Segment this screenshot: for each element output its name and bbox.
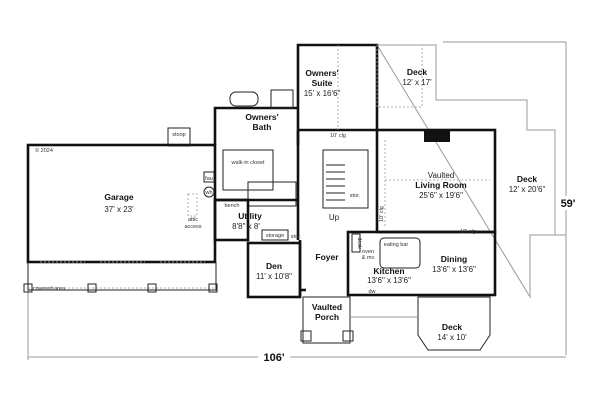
shower [270,89,294,109]
stair-stor-label: stor. [350,193,361,199]
fau-label: fau [205,176,213,182]
dining-label: Dining [441,254,467,264]
garage-size: 37' x 23' [104,205,134,214]
suite-clg-label: 10' clg [330,133,346,139]
owners-suite-label-2: Suite [312,78,333,88]
kitchen-dining-walls [346,230,497,297]
kitchen-size: 13'6" x 13'6" [367,276,411,285]
deck-top-size: 12' x 17' [402,78,432,87]
porch-label-2: Porch [315,312,339,322]
porch [302,296,351,344]
utility-walls [213,198,250,242]
post [147,283,157,293]
stor-label: stor. [291,234,302,240]
den-size: 11' x 10'8" [256,272,292,281]
storage-closet [261,229,289,241]
deck-bottom-size: 14' x 10' [437,333,467,342]
stoop-label: stoop [172,132,185,138]
kitchen-island [379,237,421,269]
utility-size: 8'8" x 8' [232,222,260,231]
stair-treads [326,164,345,201]
porch-label-1: Vaulted [312,302,342,312]
post [87,283,97,293]
oven-label-2: & mv [362,255,375,261]
dimension-label-bg [560,196,576,210]
deck-right-label: Deck [517,174,538,184]
post [208,283,218,293]
owners-bath-label-2: Bath [253,122,272,132]
garage-label: Garage [104,192,134,202]
oven-label-1: oven [362,249,374,255]
covered-area-label: covered area [33,286,66,292]
kitchen-label: Kitchen [373,266,404,276]
stoop [167,127,191,147]
dw-label: dw [368,289,375,295]
post [300,330,312,342]
fau-unit [203,171,215,183]
owners-suite-size: 15' x 16'6" [304,89,341,98]
deck-bottom-label: Deck [442,322,463,332]
copyright: © 2024 [35,147,53,154]
desk [351,233,361,253]
dining-size: 13'6" x 13'6" [432,265,476,274]
owners-bath-label-1: Owners' [245,112,278,122]
covered-area-edge [27,262,217,291]
utility-label: Utility [238,211,262,221]
garage-walls [26,143,217,264]
owners-suite-label-1: Owners' [305,68,338,78]
deck-outline [376,44,556,299]
stairs [322,149,369,209]
attic-access-hatch [187,193,198,217]
deck-top [376,44,423,108]
width-dimension: 106' [264,352,285,364]
storage-label: storage [266,233,284,239]
depth-dimension: 59' [561,198,576,210]
walk-in-closet-label: walk-in closet [230,160,264,166]
living-room-label: Living Room [415,180,467,190]
deck-bottom [417,296,491,351]
living-clg-h-label: 10' clg [460,229,476,235]
wh-label: wh [204,190,212,196]
deck-top-label: Deck [407,67,428,77]
bath-2 [247,181,297,207]
living-room-size: 25'6" x 19'6" [419,191,463,200]
owners-bath-walls [213,106,298,145]
stairs-up-label: Up [329,213,340,222]
attic-access-label: access [184,224,201,230]
post [23,283,33,293]
living-clg-v-label: 10' clg [379,206,385,222]
foyer-label: Foyer [315,252,339,262]
post [342,330,354,342]
water-heater [203,186,215,198]
bench-label: bench [225,203,240,209]
deck-outline-outer [443,41,567,236]
living-vaulted-label: Vaulted [428,171,455,180]
attic-label: attic [188,217,198,223]
deck-right-size: 12' x 20'6" [509,185,546,194]
bathtub [229,91,259,107]
eating-bar-label: eating bar [384,242,409,248]
fireplace [424,130,450,142]
den-label: Den [266,261,282,271]
desk-label: desk [356,237,362,249]
